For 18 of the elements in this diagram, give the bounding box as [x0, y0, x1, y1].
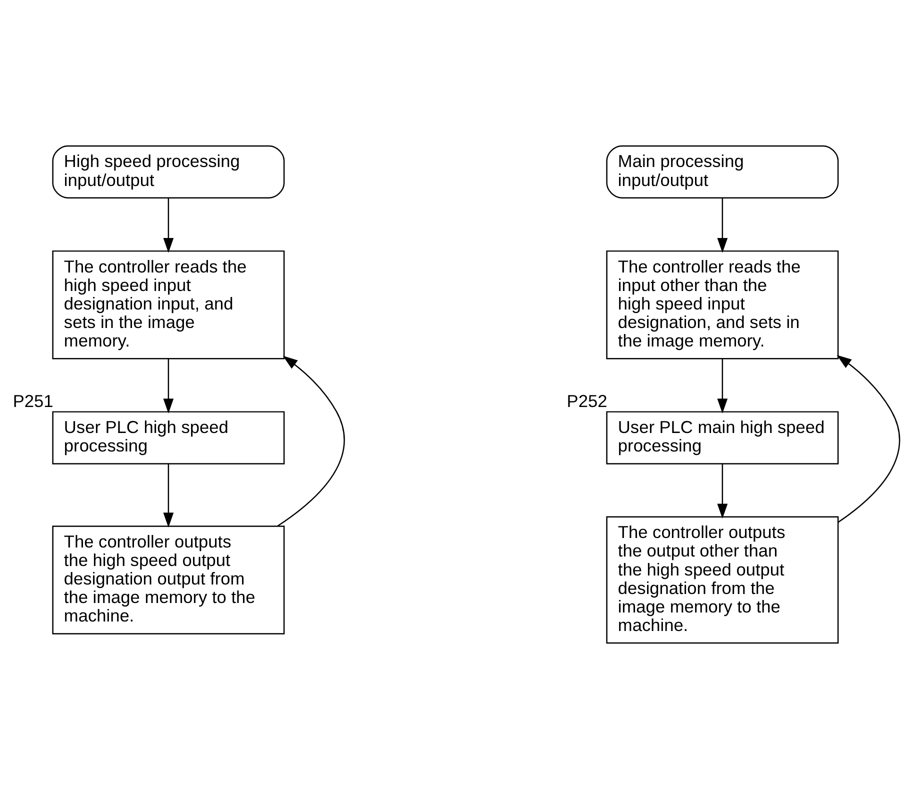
arrow — [717, 464, 728, 519]
node-box: The controller outputs the high speed output designation output from the image memory to the machine. — [52, 526, 285, 634]
node-box: User PLC main high speed processing — [606, 411, 839, 464]
arrow — [163, 358, 174, 414]
arrow — [163, 198, 174, 253]
arrow — [277, 356, 345, 526]
node-box: The controller outputs the output other than the high speed output designation from the image memory to the machine. — [606, 516, 839, 644]
node-box: High speed processing input/output — [52, 145, 285, 198]
arrow — [836, 355, 900, 523]
node-label: P252 — [566, 391, 608, 412]
arrow — [163, 464, 174, 528]
node-box: The controller reads the input other than the high speed input designation, and sets in the image memory. — [606, 250, 839, 360]
node-box: User PLC high speed processing — [52, 411, 285, 464]
node-label: P251 — [12, 391, 54, 412]
arrow — [717, 198, 728, 253]
node-box: The controller reads the high speed input designation input, and sets in the image memory. — [52, 250, 285, 360]
arrow — [717, 358, 728, 414]
node-box: Main processing input/output — [606, 145, 839, 198]
